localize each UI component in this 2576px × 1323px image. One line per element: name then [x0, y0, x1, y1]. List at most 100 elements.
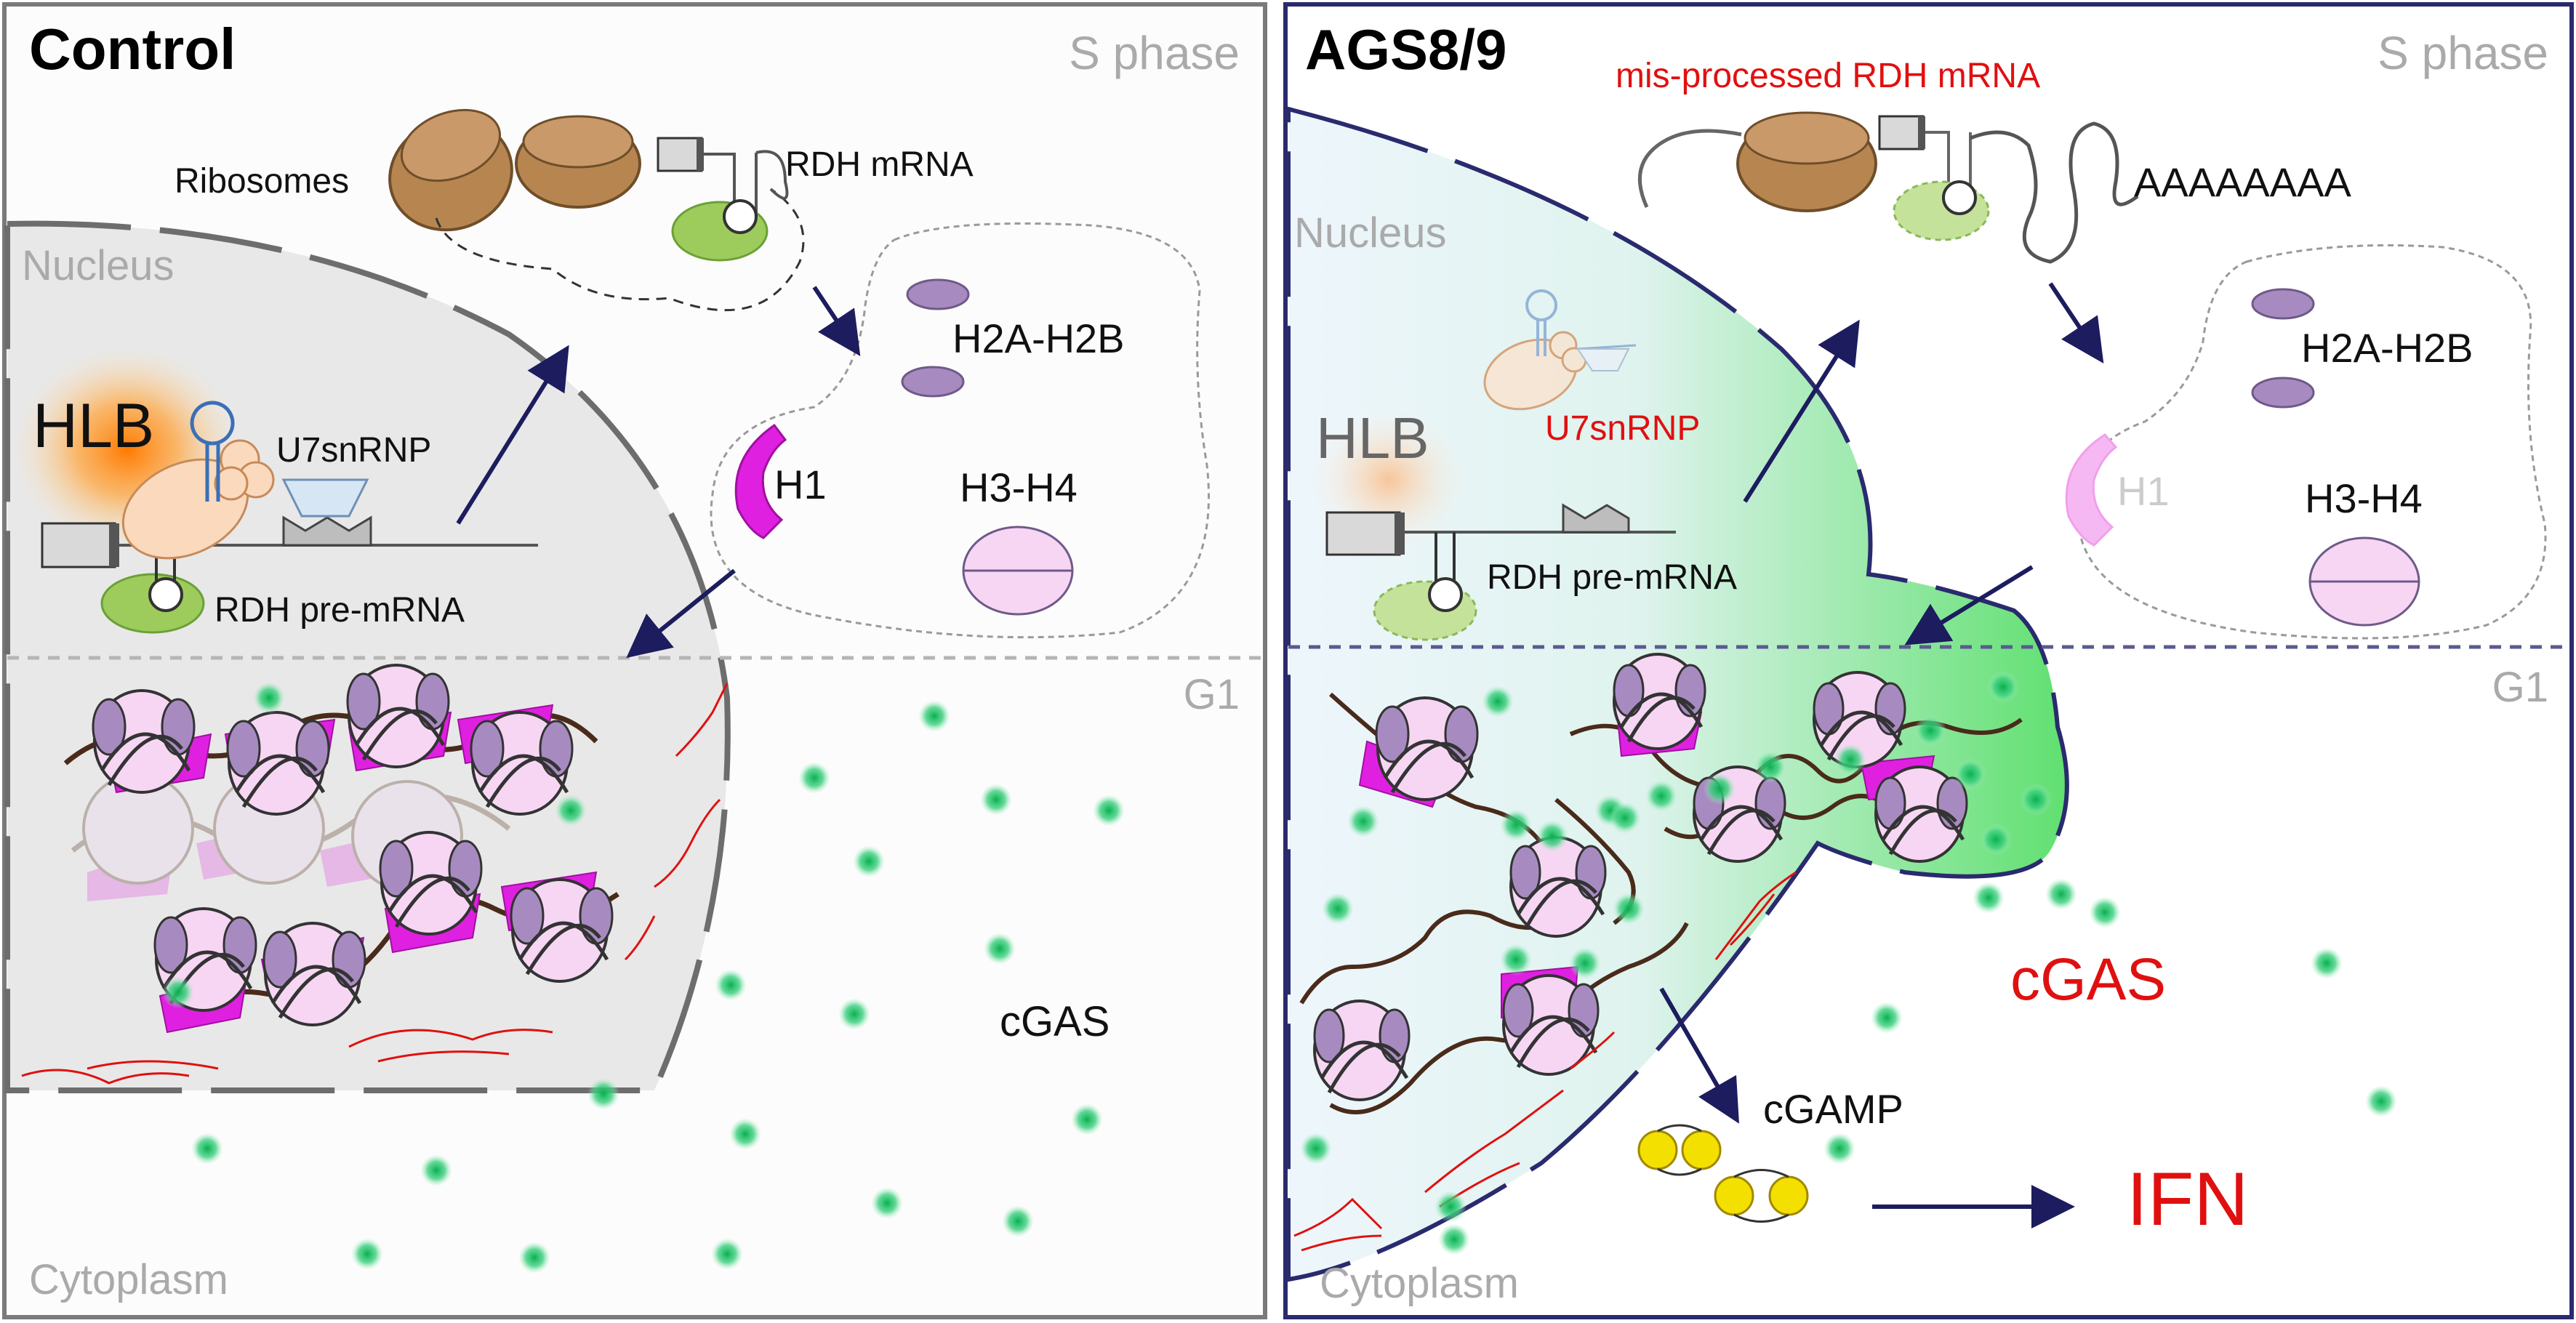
right-cytoplasm-label: Cytoplasm — [1320, 1260, 1519, 1307]
right-h2a-h2b-label: H2A-H2B — [2301, 325, 2473, 371]
right-arrow-pool — [2048, 282, 2104, 363]
right-panel-title: AGS8/9 — [1305, 17, 1506, 81]
left-nucleosome-3 — [346, 664, 450, 768]
left-cgas-label: cGAS — [1000, 998, 1110, 1045]
left-arrow-pool — [812, 286, 861, 356]
left-cytoplasm-label: Cytoplasm — [29, 1256, 228, 1303]
left-rdh-mrna-label: RDH mRNA — [785, 145, 974, 184]
right-h2a-h2b-1 — [2251, 288, 2315, 320]
right-nucleosome-7 — [1313, 1000, 1411, 1101]
left-nucleosome-2 — [226, 711, 330, 816]
right-arrow-import — [1904, 565, 2034, 646]
right-phase-mid: G1 — [2492, 664, 2548, 711]
left-cgas-dot — [420, 1154, 452, 1186]
left-nucleosome-7 — [379, 831, 483, 936]
left-nucleosome-8 — [510, 878, 614, 983]
right-polya-label: AAAAAAAA — [2134, 159, 2351, 205]
left-nucleosome-1 — [92, 689, 196, 794]
right-cgas-dots — [1300, 671, 2397, 1255]
left-hlb-label: HLB — [33, 391, 154, 461]
right-cgas-dot — [1536, 820, 1568, 852]
left-nucleus-label: Nucleus — [22, 242, 174, 289]
left-u7-box — [281, 478, 369, 518]
right-cgas-dot — [1569, 947, 1601, 979]
left-cgas-dot — [351, 1238, 383, 1270]
left-cgas-dot — [1071, 1103, 1103, 1135]
left-cgas-dots — [162, 682, 1125, 1274]
left-cgas-dot — [518, 1242, 550, 1274]
right-cgas-dot — [1973, 882, 2005, 914]
left-cgas-dot — [1093, 795, 1125, 827]
right-ribosome — [1736, 111, 1877, 212]
right-cgas-dot — [1987, 671, 2019, 703]
right-cgas-dot — [2311, 947, 2343, 979]
left-phase-mid: G1 — [1184, 671, 1240, 718]
left-u7snrnp-label: U7snRNP — [276, 431, 431, 470]
left-h2a-h2b-label: H2A-H2B — [952, 315, 1125, 361]
right-mrna-tail — [1970, 121, 2139, 264]
right-rdh-gene — [1325, 503, 1676, 556]
right-cgas-dot — [1871, 1002, 1903, 1034]
right-cgas-dot — [1347, 805, 1379, 837]
right-panel: AGS8/9 S phase G1 Nucleus Cytoplasm mis-… — [1283, 2, 2574, 1319]
right-cgamp-molecules — [1637, 1124, 1809, 1223]
right-cgas-dot — [1704, 773, 1736, 805]
left-h2a-h2b-2 — [901, 366, 965, 398]
left-cgas-dot — [162, 976, 194, 1008]
right-cgas-dot — [1322, 893, 1354, 925]
right-ifn-label: IFN — [2127, 1157, 2249, 1242]
left-cgas-dot — [871, 1187, 903, 1219]
right-h1-protein-faint — [2065, 433, 2118, 547]
right-cgas-dot — [1954, 758, 1986, 790]
right-nucleosome-3 — [1813, 671, 1906, 768]
right-cgamp-label: cGAMP — [1763, 1086, 1903, 1132]
left-panel-title: Control — [29, 17, 236, 81]
right-cgas-dot — [1482, 685, 1514, 717]
left-rdh-pre-mrna-label: RDH pre-mRNA — [214, 591, 465, 630]
right-nucleosome-1 — [1375, 696, 1479, 801]
left-h2a-h2b-1 — [906, 278, 970, 310]
left-ribosomes — [388, 108, 641, 232]
left-cgas-dot — [984, 933, 1016, 965]
right-cgas-dot — [1609, 802, 1641, 834]
left-ribosomes-label: Ribosomes — [174, 162, 349, 201]
right-hlb-label: HLB — [1316, 406, 1429, 470]
left-nucleosome-6 — [262, 922, 366, 1026]
right-cgas-dot — [1754, 751, 1786, 783]
left-cgas-dot — [980, 784, 1012, 816]
right-cgas-dot — [1834, 744, 1866, 776]
right-cgas-dot — [1823, 1133, 1855, 1165]
left-cgas-dot — [191, 1133, 223, 1165]
right-mrna-cap — [1878, 115, 1972, 196]
right-arrow-export — [1743, 319, 1860, 503]
left-cgas-dot — [555, 795, 587, 827]
left-phase-top: S phase — [1069, 27, 1240, 79]
left-h1-label: H1 — [774, 462, 827, 507]
left-mrna-cap — [657, 137, 789, 218]
right-nucleosome-2 — [1613, 653, 1706, 750]
left-cgas-dot — [253, 682, 285, 714]
left-u7-rna-loop — [190, 401, 235, 502]
left-cgas-dot — [1002, 1205, 1034, 1237]
left-h1-protein — [734, 423, 787, 539]
left-rdh-gene — [41, 515, 538, 568]
left-dna-fragments — [21, 683, 729, 1085]
right-cgas-dot — [1980, 824, 2012, 856]
left-arrow-import — [626, 568, 736, 659]
right-cgas-dot — [1500, 944, 1532, 976]
left-cgas-dot — [715, 969, 747, 1001]
left-cgas-dot — [711, 1238, 743, 1270]
right-arrow-cgamp — [1659, 987, 1739, 1124]
left-cgas-dot — [587, 1078, 619, 1110]
right-cgas-dot — [1613, 893, 1645, 925]
right-h1-label: H1 — [2117, 468, 2170, 514]
left-stemloop — [148, 545, 183, 612]
left-cgas-dot — [729, 1118, 761, 1150]
left-panel: HLB U7snRNP RDH pre-mRNA Nucleus Control… — [2, 2, 1267, 1319]
right-cgas-dot — [2089, 896, 2121, 928]
right-nucleus-label: Nucleus — [1294, 209, 1447, 257]
right-cgas-dot — [2020, 784, 2052, 816]
left-histone-pool — [710, 222, 1210, 639]
left-cgas-dot — [918, 700, 950, 732]
left-cgas-dot — [853, 845, 885, 877]
